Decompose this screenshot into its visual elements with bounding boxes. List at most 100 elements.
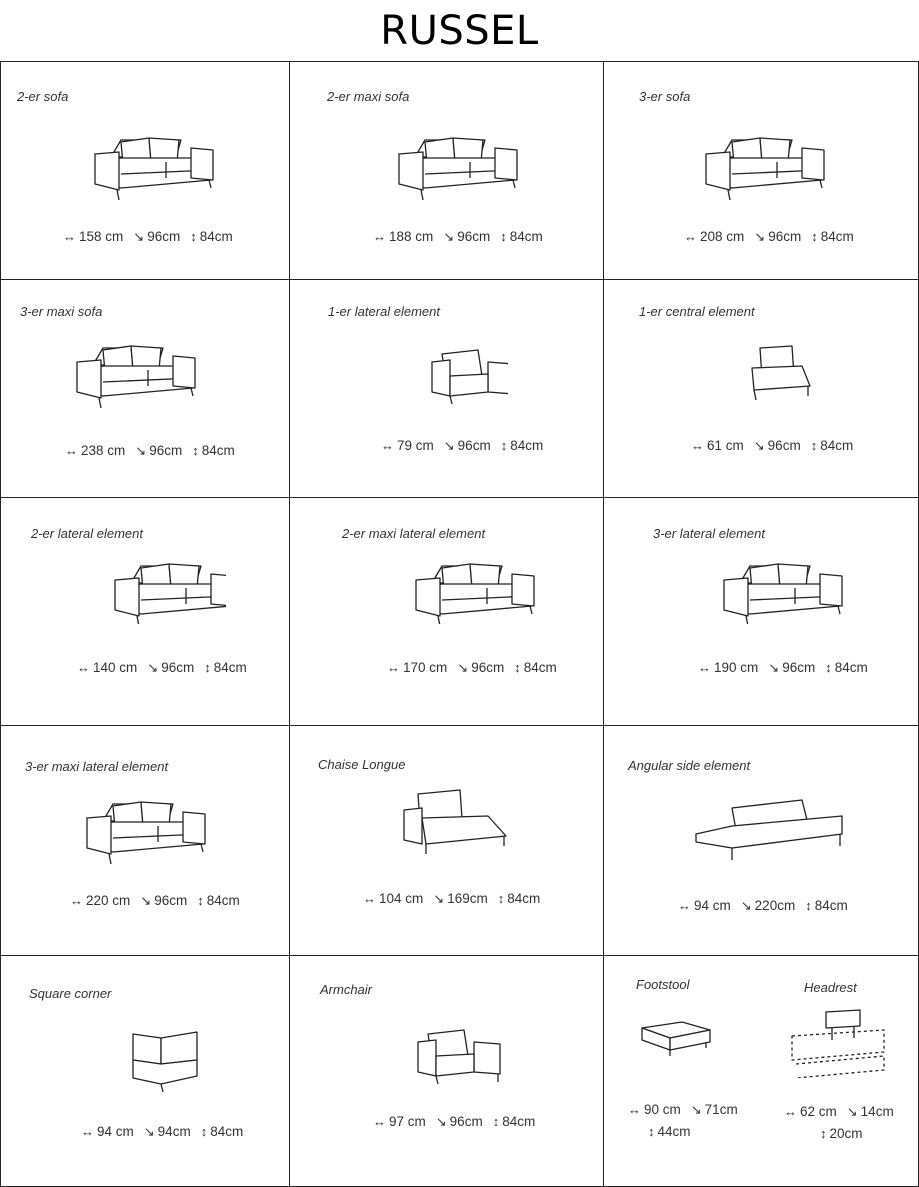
height-dimension-icon: ↕	[820, 1126, 827, 1141]
product-cell: 2-er maxi sofa ↔188 cm↘96cm↕84cm	[290, 61, 604, 280]
product-drawing	[791, 1009, 885, 1078]
depth-dimension-value: 96cm	[149, 443, 183, 458]
height-dimension-value: 84cm	[834, 660, 868, 675]
product-cell: 1-er central element ↔61 cm ↘96cm ↕84cm	[604, 280, 919, 498]
height-dimension: ↕84cm	[811, 229, 854, 244]
height-dimension-value: 84cm	[206, 893, 240, 908]
depth-dimension: ↘14cm	[847, 1104, 894, 1119]
width-dimension-value: 90 cm	[644, 1102, 681, 1117]
product-cell: 2-er maxi lateral element↔170 cm↘96cm↕84…	[290, 498, 604, 726]
depth-dimension-icon: ↘	[135, 443, 147, 458]
depth-dimension: ↘94cm	[144, 1124, 191, 1139]
width-dimension-icon: ↔	[784, 1104, 797, 1119]
height-dimension: ↕84cm	[501, 438, 544, 453]
width-dimension-value: 190 cm	[714, 660, 759, 675]
product-dimensions: ↔94 cm↘220cm↕84cm	[678, 898, 858, 914]
depth-dimension-value: 71cm	[704, 1102, 738, 1117]
product-name: 1-er lateral element	[328, 304, 440, 319]
depth-dimension-value: 96cm	[471, 660, 505, 675]
product-drawing	[398, 137, 518, 201]
height-dimension-value: 84cm	[510, 438, 544, 453]
width-dimension-icon: ↔	[684, 229, 697, 244]
depth-dimension-icon: ↘	[435, 1114, 447, 1129]
width-dimension: ↔97 cm	[373, 1114, 426, 1129]
width-dimension: ↔208 cm	[684, 229, 744, 244]
width-dimension: ↔94 cm	[678, 898, 731, 913]
product-name: Footstool	[636, 977, 690, 992]
product-name: 1-er central element	[639, 304, 755, 319]
product-drawing	[751, 345, 811, 401]
width-dimension: ↔104 cm	[363, 891, 423, 906]
depth-dimension-icon: ↘	[768, 660, 780, 675]
height-dimension-value: 84cm	[820, 229, 854, 244]
width-dimension-value: 208 cm	[700, 229, 745, 244]
depth-dimension-value: 96cm	[782, 660, 816, 675]
height-dimension-icon: ↕	[497, 891, 505, 906]
product-name: Chaise Longue	[318, 757, 406, 772]
height-dimension-icon: ↕	[190, 229, 197, 244]
product-drawing	[76, 345, 196, 409]
product-name: 2-er maxi lateral element	[342, 526, 486, 541]
height-dimension: ↕84cm	[197, 893, 240, 908]
product-dimensions: ↔90 cm ↘71cm↕44cm	[628, 1102, 748, 1139]
height-dimension-icon: ↕	[811, 229, 818, 244]
height-dimension-value: 84cm	[814, 898, 848, 913]
width-dimension-icon: ↔	[77, 660, 90, 675]
product-cell: Angular side element↔94 cm↘220cm↕84cm	[604, 726, 919, 956]
height-dimension: ↕84cm	[514, 660, 557, 675]
width-dimension-value: 62 cm	[800, 1104, 837, 1119]
product-cell: Square corner↔94 cm↘94cm↕84cm	[0, 956, 290, 1187]
product-dimensions: ↔61 cm ↘96cm ↕84cm	[691, 438, 863, 454]
depth-dimension-icon: ↘	[433, 891, 445, 906]
width-dimension-value: 97 cm	[389, 1114, 426, 1129]
depth-dimension: ↘96cm	[140, 893, 187, 908]
width-dimension: ↔220 cm	[70, 893, 130, 908]
width-dimension-icon: ↔	[628, 1102, 641, 1117]
product-cell: Armchair↔97 cm↘96cm↕84cm	[290, 956, 604, 1187]
depth-dimension: ↘96cm	[443, 229, 490, 244]
width-dimension-icon: ↔	[363, 891, 376, 906]
depth-dimension: ↘96cm	[754, 438, 801, 453]
depth-dimension-value: 96cm	[767, 438, 801, 453]
product-name: 3-er maxi sofa	[20, 304, 103, 319]
width-dimension-value: 94 cm	[694, 898, 731, 913]
width-dimension-value: 238 cm	[81, 443, 126, 458]
width-dimension: ↔61 cm	[691, 438, 744, 453]
width-dimension-icon: ↔	[381, 438, 394, 453]
product-dimensions: ↔188 cm↘96cm↕84cm	[373, 229, 553, 245]
product-cell: Chaise Longue↔104 cm↘169cm↕84cm	[290, 726, 604, 956]
product-drawing	[695, 799, 843, 860]
width-dimension-icon: ↔	[65, 443, 78, 458]
height-dimension: ↕44cm	[648, 1124, 691, 1139]
depth-dimension-value: 96cm	[449, 1114, 483, 1129]
width-dimension-value: 79 cm	[397, 438, 434, 453]
depth-dimension: ↘71cm	[691, 1102, 738, 1117]
height-dimension: ↕20cm	[820, 1126, 863, 1141]
depth-dimension-value: 96cm	[457, 229, 491, 244]
height-dimension: ↕84cm	[811, 438, 854, 453]
depth-dimension-value: 94cm	[157, 1124, 191, 1139]
product-name: 2-er maxi sofa	[327, 89, 410, 104]
depth-dimension-value: 220cm	[754, 898, 796, 913]
depth-dimension-icon: ↘	[740, 898, 752, 913]
depth-dimension-icon: ↘	[846, 1104, 858, 1119]
height-dimension: ↕84cm	[192, 443, 235, 458]
width-dimension: ↔170 cm	[387, 660, 447, 675]
height-dimension-value: 84cm	[509, 229, 543, 244]
height-dimension-icon: ↕	[197, 893, 204, 908]
product-name: 3-er lateral element	[653, 526, 765, 541]
depth-dimension: ↘96cm	[768, 660, 815, 675]
width-dimension-icon: ↔	[698, 660, 711, 675]
height-dimension-value: 84cm	[507, 891, 541, 906]
product-drawing	[403, 789, 507, 854]
product-drawing	[94, 137, 214, 201]
product-dimensions: ↔170 cm↘96cm↕84cm	[387, 660, 567, 676]
product-dimensions: ↔158 cm↘96cm↕84cm	[63, 229, 243, 245]
height-dimension: ↕84cm	[201, 1124, 244, 1139]
product-dimensions: ↔62 cm ↘14cm ↕20cm	[784, 1104, 904, 1141]
depth-dimension-value: 14cm	[860, 1104, 894, 1119]
height-dimension-icon: ↕	[500, 438, 508, 453]
height-dimension-value: 84cm	[213, 660, 247, 675]
width-dimension-value: 170 cm	[403, 660, 448, 675]
